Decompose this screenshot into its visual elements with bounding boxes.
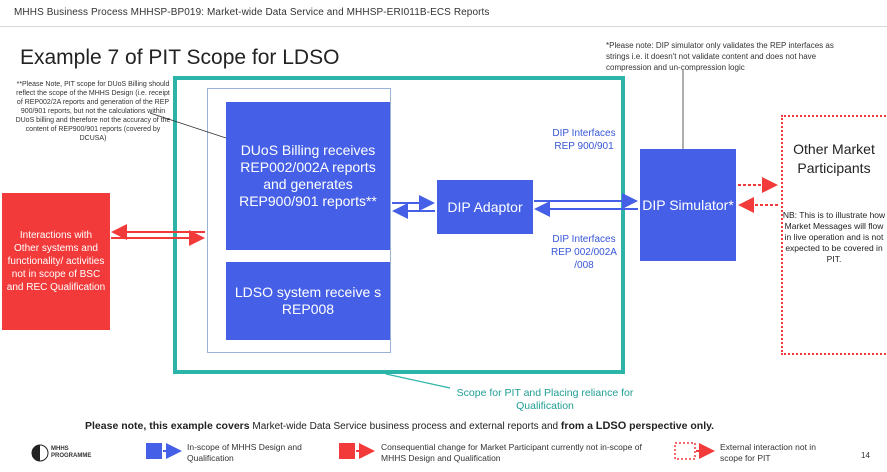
scope-leader-line: [385, 373, 451, 389]
note-part-5: perspective only.: [629, 420, 715, 432]
other-systems-box: Interactions with Other systems and func…: [2, 193, 110, 330]
note-part-1: Please note, this example covers: [85, 420, 250, 432]
pit-scope-note: **Please Note, PIT scope for DUoS Billin…: [15, 81, 171, 142]
dip-interfaces-inbound-label: DIP Interfaces REP 002/002A /008: [551, 234, 617, 271]
duos-billing-box: DUoS Billing receives REP002/002A report…: [226, 102, 390, 250]
scope-label: Scope for PIT and Placing reliance for Q…: [456, 387, 634, 412]
pit-scope-boundary: [173, 76, 625, 374]
simulator-note: *Please note: DIP simulator only validat…: [606, 41, 834, 72]
dip-simulator-box: DIP Simulator*: [640, 149, 736, 261]
ldso-system-boundary: [207, 88, 391, 353]
perspective-note: Please note, this example covers Market-…: [85, 420, 855, 432]
page-number: 14: [861, 451, 870, 460]
note-part-4: LDSO: [595, 420, 627, 432]
external-participants-box: [781, 115, 887, 355]
legend-blue-label: In-scope of MHHS Design and Qualificatio…: [187, 442, 302, 463]
legend-blue-swatch: [146, 443, 162, 459]
legend-external-swatch: [674, 442, 696, 460]
dip-interfaces-outbound-label: DIP Interfaces REP 900/901: [552, 128, 616, 152]
legend-red-label: Consequential change for Market Particip…: [381, 442, 642, 463]
page-title: Example 7 of PIT Scope for LDSO: [20, 46, 340, 69]
ldso-system-box: LDSO system receive s REP008: [226, 262, 390, 340]
header-title: MHHS Business Process MHHSP-BP019: Marke…: [14, 7, 490, 18]
note-part-2: Market-wide Data Service business proces…: [252, 421, 559, 432]
external-participants-title: Other Market Participants: [793, 141, 875, 176]
legend-external-label: External interaction not in scope for PI…: [720, 442, 816, 463]
header-divider: [0, 26, 887, 27]
dip-adaptor-box: DIP Adaptor: [437, 180, 533, 234]
mhhs-logo-icon: [31, 444, 49, 462]
logo-text: MHHS PROGRAMME: [51, 446, 92, 459]
note-leader-line: [149, 112, 227, 139]
note-part-3: from a: [560, 420, 593, 432]
external-participants-note: NB: This is to illustrate how Market Mes…: [782, 210, 886, 264]
legend-red-swatch: [339, 443, 355, 459]
